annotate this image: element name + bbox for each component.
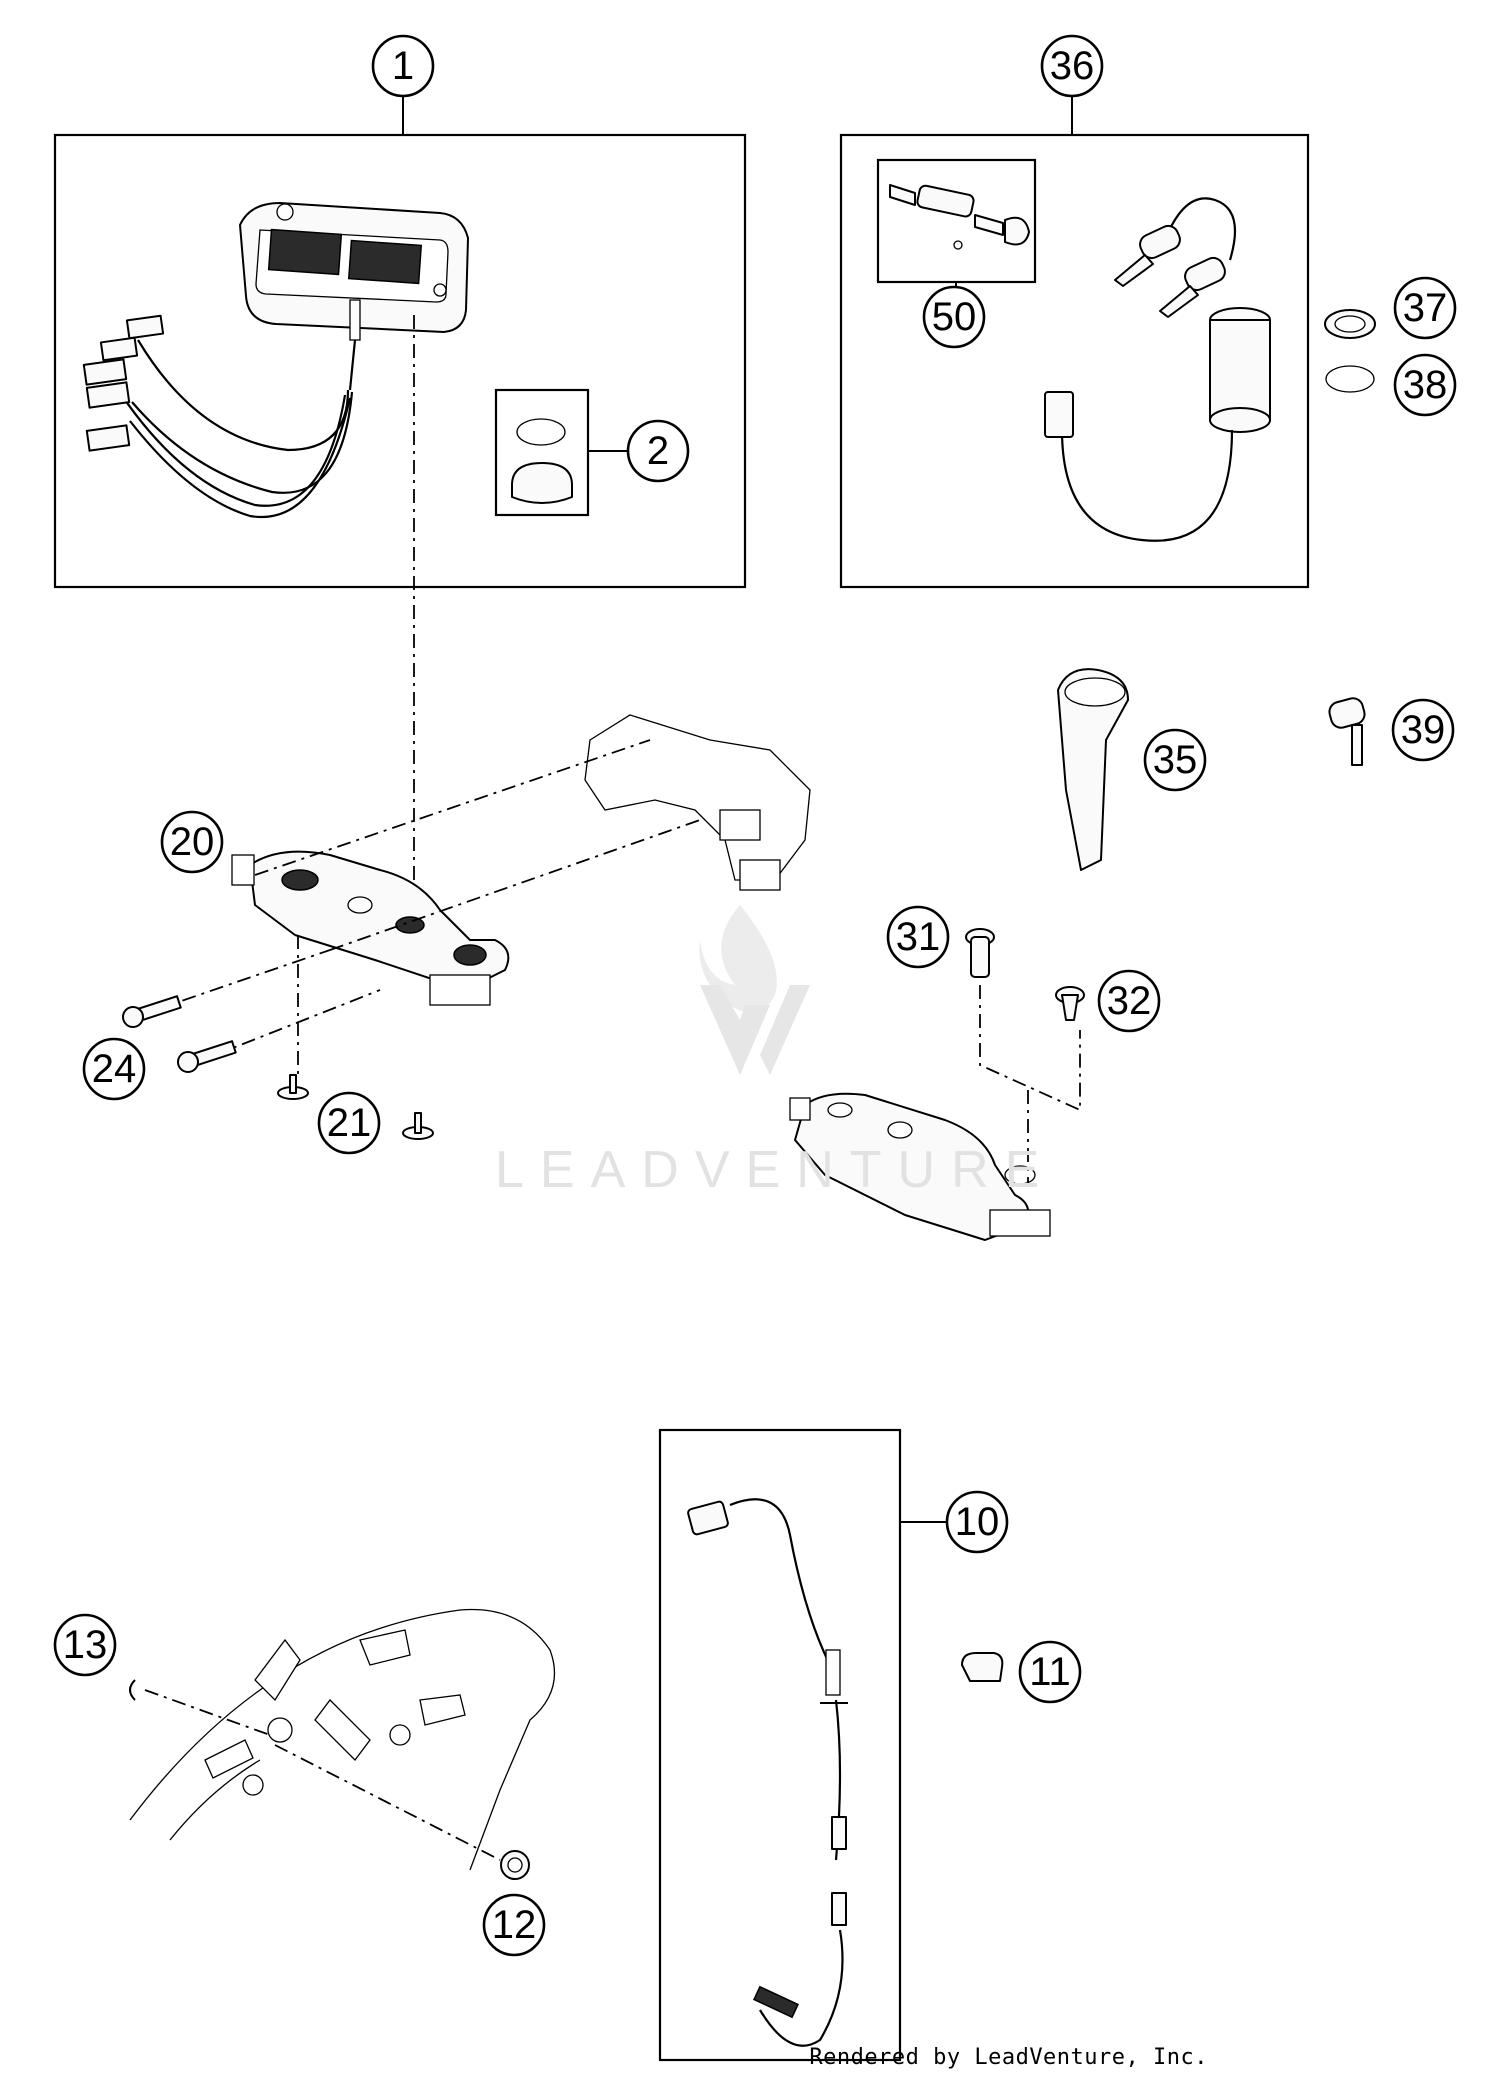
svg-text:1: 1	[392, 44, 414, 88]
svg-text:21: 21	[327, 1101, 372, 1145]
spare-key	[1328, 697, 1366, 766]
keys	[1114, 197, 1237, 318]
washer	[1325, 365, 1375, 393]
push-rivet	[1055, 986, 1085, 1021]
screw	[402, 1112, 434, 1140]
callout-37: 37	[1393, 276, 1457, 340]
grommet	[511, 462, 573, 504]
callout-20: 20	[160, 810, 224, 874]
svg-text:37: 37	[1403, 286, 1448, 330]
render-credit: Rendered by LeadVenture, Inc.	[809, 2045, 1208, 2070]
callout-10: 10	[945, 1490, 1009, 1554]
callout-50: 50	[922, 285, 986, 349]
speed-sensor-group	[658, 1428, 948, 2062]
pin	[965, 928, 995, 978]
callout-1: 1	[371, 34, 435, 98]
svg-text:32: 32	[1107, 979, 1152, 1023]
speedometer-kit-box	[53, 133, 747, 589]
callout-31: 31	[886, 905, 950, 969]
brake-disc-group	[129, 1608, 556, 1880]
watermark-logo	[699, 905, 810, 1075]
speedometer-assembly-group	[53, 91, 747, 895]
callout-36: 36	[1040, 34, 1104, 98]
mount-kit-box	[494, 388, 590, 517]
callout-32: 32	[1097, 969, 1161, 1033]
callout-13: 13	[53, 1613, 117, 1677]
lower-bracket-group	[789, 928, 1085, 1241]
callout-2: 2	[626, 419, 690, 483]
callout-11: 11	[1018, 1640, 1082, 1704]
callout-24: 24	[82, 1037, 146, 1101]
callout-38: 38	[1393, 353, 1457, 417]
svg-text:38: 38	[1403, 363, 1448, 407]
svg-text:13: 13	[63, 1623, 108, 1667]
svg-text:12: 12	[492, 1903, 537, 1947]
svg-text:10: 10	[955, 1500, 1000, 1544]
bolt	[122, 995, 182, 1028]
svg-text:36: 36	[1050, 44, 1095, 88]
callout-39: 39	[1391, 698, 1455, 762]
svg-text:20: 20	[170, 820, 215, 864]
bolt	[177, 1040, 237, 1073]
svg-text:35: 35	[1153, 738, 1198, 782]
svg-text:31: 31	[896, 915, 941, 959]
callout-12: 12	[482, 1893, 546, 1957]
svg-text:39: 39	[1401, 708, 1446, 752]
o-ring	[516, 418, 566, 446]
ignition-cover	[1057, 668, 1129, 871]
connector-group	[82, 314, 165, 452]
ignition-lock-group	[839, 91, 1376, 589]
cable-clip	[961, 1652, 1004, 1682]
sensor-kit-box	[658, 1428, 902, 2062]
watermark-text: LEADVENTURE	[495, 1141, 1056, 1199]
svg-text:24: 24	[92, 1047, 137, 1091]
svg-text:50: 50	[932, 295, 977, 339]
screw	[277, 1074, 309, 1100]
ignition-lock-box	[839, 133, 1310, 589]
svg-text:2: 2	[647, 429, 669, 473]
callout-35: 35	[1143, 728, 1207, 792]
mounting-bracket-group	[122, 714, 811, 1140]
svg-text:11: 11	[1029, 1650, 1071, 1694]
callout-21: 21	[317, 1091, 381, 1155]
ignition-switch	[1044, 307, 1271, 542]
